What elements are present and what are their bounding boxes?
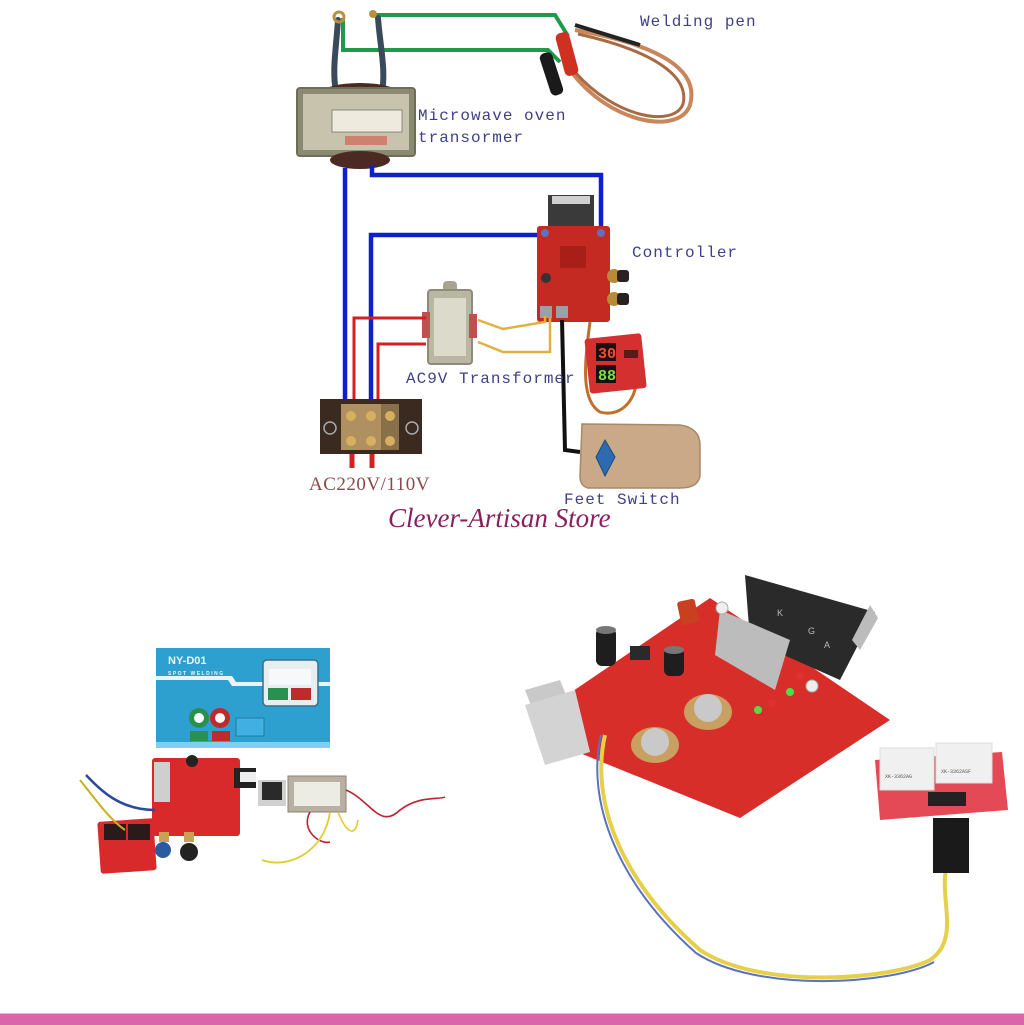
thyristor-mark-k: K [777, 608, 783, 618]
footer-band [0, 1013, 1024, 1025]
panel-model: NY-D01 [168, 655, 207, 667]
display-ribbon-cable [599, 734, 950, 980]
mot-label-line1: Microwave oven [418, 107, 567, 125]
small-transformer-yellow-lead-2 [337, 811, 359, 832]
small-transformer-red-lead [345, 789, 446, 818]
panel-subtitle: SPOT WELDING [168, 671, 225, 677]
display-label-left: XK-3362AG [885, 774, 912, 780]
thyristor-mark-a: A [824, 640, 830, 650]
display-module [584, 333, 647, 394]
secondary-wires [341, 13, 570, 64]
feet-switch [579, 423, 701, 489]
ac9v-transformer-label: AC9V Transformer [406, 370, 576, 388]
display-connector [933, 818, 969, 873]
small-board-cable-yellow [79, 779, 126, 831]
welding-pen [539, 23, 694, 124]
display-readout-top: 30 [598, 346, 616, 363]
primary-wires [342, 166, 604, 410]
store-watermark: Clever-Artisan Store [388, 503, 611, 533]
mains-label: AC220V/110V [309, 474, 430, 495]
terminal-block [320, 399, 422, 454]
small-board-cable [85, 774, 156, 812]
welding-pen-label: Welding pen [640, 13, 757, 31]
ny-d01-panel [156, 648, 330, 748]
display-readout-bottom: 88 [598, 368, 616, 385]
led-display-module [875, 742, 1008, 820]
controller-board [537, 195, 629, 322]
microwave-oven-transformer [296, 83, 416, 169]
ac9v-transformer [422, 281, 477, 365]
feet-switch-label: Feet Switch [564, 491, 681, 509]
display-label-right: XK-3362ASF [941, 769, 971, 775]
mot-terminal-left [332, 10, 346, 24]
large-controller-board [525, 575, 890, 818]
mot-label-line2: transormer [418, 129, 525, 147]
small-transformer-red-lead-2 [306, 811, 331, 844]
small-transformer-yellow-lead [261, 811, 331, 864]
small-controller-board [97, 755, 256, 874]
display-ribbon-cable-blue [596, 734, 935, 983]
small-transformer [258, 775, 347, 813]
controller-label: Controller [632, 244, 739, 262]
low-voltage-wires [477, 316, 552, 354]
mot-terminal-right [369, 10, 377, 18]
thyristor-mark-g: G [808, 626, 815, 636]
switch-wire [560, 319, 581, 454]
